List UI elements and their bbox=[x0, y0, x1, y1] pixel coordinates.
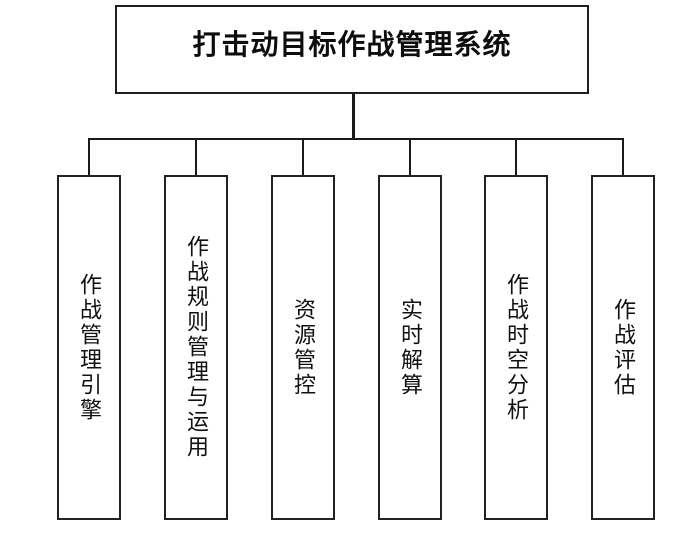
module-box-combat-spacetime-analysis: 作战时空分析 bbox=[484, 175, 548, 520]
module-label: 作战时空分析 bbox=[504, 272, 529, 423]
module-box-combat-management-engine: 作战管理引擎 bbox=[57, 175, 121, 520]
module-box-resource-control: 资源管控 bbox=[271, 175, 335, 520]
connector-drop-line bbox=[622, 140, 624, 176]
module-label: 资源管控 bbox=[291, 297, 316, 398]
connector-drop-line bbox=[302, 140, 304, 176]
module-label: 作战规则管理与运用 bbox=[184, 235, 209, 460]
module-label: 作战管理引擎 bbox=[77, 272, 102, 423]
connector-drop-line bbox=[88, 140, 90, 176]
module-box-realtime-computation: 实时解算 bbox=[378, 175, 442, 520]
connector-horizontal-line bbox=[88, 138, 624, 140]
diagram-title: 打击动目标作战管理系统 bbox=[192, 28, 512, 60]
module-box-combat-rules-management: 作战规则管理与运用 bbox=[164, 175, 228, 520]
connector-trunk-line bbox=[352, 93, 355, 140]
module-label: 作战评估 bbox=[611, 297, 636, 398]
connector-drop-line bbox=[515, 140, 517, 176]
module-label: 实时解算 bbox=[398, 297, 423, 398]
connector-drop-line bbox=[195, 140, 197, 176]
module-box-combat-assessment: 作战评估 bbox=[591, 175, 655, 520]
root-title-box: 打击动目标作战管理系统 bbox=[115, 5, 589, 94]
connector-drop-line bbox=[409, 140, 411, 176]
